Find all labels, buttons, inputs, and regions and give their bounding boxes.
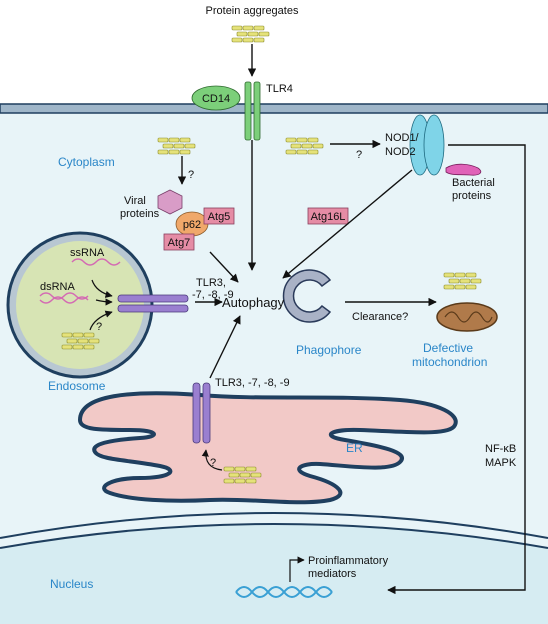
p62-label: p62 [183,219,201,231]
arrow-er-to-autophagy [209,315,241,379]
ssrna-strand [71,258,121,266]
nuclear-envelope-inner [0,523,548,549]
atg5-box [203,207,235,225]
er-membrane [77,391,458,505]
aggregate-endosome [61,332,100,350]
plasma-membrane [0,103,548,114]
arrow-nod-to-autophagy [282,169,413,279]
arrow-aggregate-to-tlr-er [201,449,223,471]
aggregate-top [231,25,270,43]
dna-strand-2 [235,586,333,598]
dsrna-label: dsRNA [40,281,76,293]
mitochondrion-cristae [444,311,493,323]
proinflammatory-label: Proinflammatory [308,555,389,567]
tlr-er-right [202,382,211,444]
arrow-p62-to-autophagy [209,251,239,283]
endosome-lumen [16,241,144,369]
phagophore-shape [282,269,332,323]
cytoplasm-label: Cytoplasm [58,155,115,169]
atg16l-label: Atg16L [311,211,346,223]
mitochondrion-shape [436,302,498,332]
question-mark-endosome: ? [96,321,102,333]
mapk-label: MAPK [485,457,517,469]
nucleus-region [0,524,548,624]
nod2-label: NOD2 [385,146,416,158]
nuclear-envelope-outer [0,512,548,539]
clearance-label: Clearance? [352,311,408,323]
bacterial-protein-shape [445,163,482,176]
question-mark-er: ? [210,457,216,469]
atg5-label: Atg5 [208,211,231,223]
atg16l-box [307,207,349,225]
aggregate-er [223,466,262,484]
tlr-er-label: TLR3, -7, -8, -9 [215,377,290,389]
viral-protein-shape [157,189,183,215]
viral-label: Viral [124,195,146,207]
tlr4-label: TLR4 [266,83,293,95]
er-label: ER [346,441,363,455]
phagophore-label: Phagophore [296,343,362,357]
tlr4-receptor-right [253,81,261,141]
arrow-dsrna-to-tlr [95,298,113,306]
viral-proteins-label: proteins [120,208,160,220]
aggregate-cyto-right [285,137,324,155]
protein-aggregates-label: Protein aggregates [206,5,299,17]
mediators-label: mediators [308,568,357,580]
bacterial-proteins-label: proteins [452,190,492,202]
nfkb-label: NF-κB [485,443,516,455]
arrow-nod-to-nucleus [387,144,526,595]
aggregate-cyto-left [157,137,196,155]
tlr4-receptor-left [244,81,252,141]
nod1-label: NOD1/ [385,132,420,144]
dsrna-strand-2 [39,296,89,304]
tlr-endosome-lower [117,304,189,313]
nod2-shape [423,114,445,176]
question-mark-nod: ? [356,149,362,161]
ssrna-label: ssRNA [70,247,105,259]
aggregate-clearance [443,272,482,290]
endosome-label: Endosome [48,379,106,393]
defective-label: Defective [423,341,473,355]
cd14-shape [191,85,241,111]
question-mark-p62: ? [188,169,194,181]
bacterial-label: Bacterial [452,177,495,189]
arrow-dna-to-mediators [289,556,305,582]
tlr-endosome-label-2: -7, -8, -9 [192,289,234,301]
cd14-label: CD14 [202,93,230,105]
tlr-endosome-upper [117,294,189,303]
mitochondrion-label: mitochondrion [412,355,487,369]
tlr-endosome-label-1: TLR3, [196,277,226,289]
arrow-aggregate-to-tlr-endosome [89,310,113,331]
atg7-box [163,233,195,251]
autophagy-label: Autophagy [222,295,285,310]
dsrna-strand-1 [39,292,89,300]
arrow-ssrna-to-tlr [91,279,113,298]
nucleus-label: Nucleus [50,577,93,591]
atg7-label: Atg7 [168,237,191,249]
tlr-er-left [192,382,201,444]
